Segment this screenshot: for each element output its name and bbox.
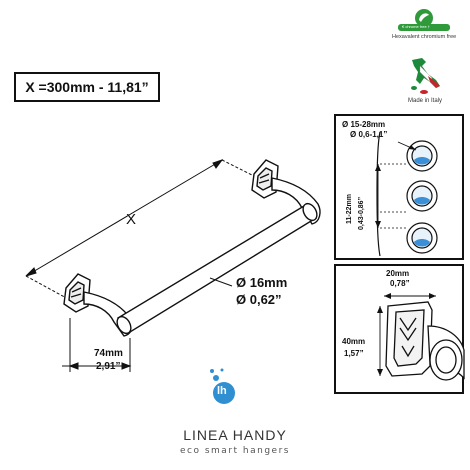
gap-mm-label: 11-22mm [346, 194, 353, 224]
x-dimension-label: X [126, 211, 137, 228]
brand-name: LINEA HANDY [183, 427, 287, 443]
chromium-free-text: Hexavalent chromium free [392, 34, 457, 40]
size-box-label: X =300mm - 11,81” [25, 79, 149, 95]
width-in-label: 0,78” [390, 279, 410, 288]
bracket-size-panel: 20mm 0,78” 40mm 1,57” [334, 264, 465, 394]
tube-range-in-label: Ø 0,6-1,1” [350, 130, 388, 139]
depth-in-label: 2,91” [96, 361, 121, 372]
height-mm-label: 40mm [342, 337, 366, 346]
diameter-mm-label: Ø 16mm [236, 275, 288, 290]
brand-logo-icon [210, 368, 235, 404]
towel-bar [116, 202, 318, 335]
clamp-range-panel: Ø 15-28mm Ø 0,6-1,1” 11-22mm 0,43-0,86” [334, 114, 464, 260]
height-in-label: 1,57” [344, 349, 364, 358]
brand-logo-letters: lh [217, 385, 227, 397]
bracket-size-drawing [377, 293, 465, 381]
italy-map-icon [411, 58, 440, 94]
gap-in-label: 0,43-0,86” [358, 196, 365, 230]
brand-tagline: eco smart hangers [180, 446, 290, 456]
diameter-in-label: Ø 0,62” [236, 292, 282, 307]
depth-dimension [62, 318, 132, 372]
tube-range-mm-label: Ø 15-28mm [342, 120, 386, 129]
made-in-italy-text: Made in Italy [408, 98, 443, 104]
eco-badge [398, 9, 450, 31]
width-mm-label: 20mm [386, 269, 410, 278]
depth-mm-label: 74mm [94, 348, 123, 359]
clamp-range-drawing [375, 131, 438, 257]
size-box: X =300mm - 11,81” [14, 72, 160, 102]
eco-badge-label: € chrome free † [402, 24, 431, 29]
x-dimension-line [25, 159, 263, 301]
diameter-leader [209, 277, 233, 287]
